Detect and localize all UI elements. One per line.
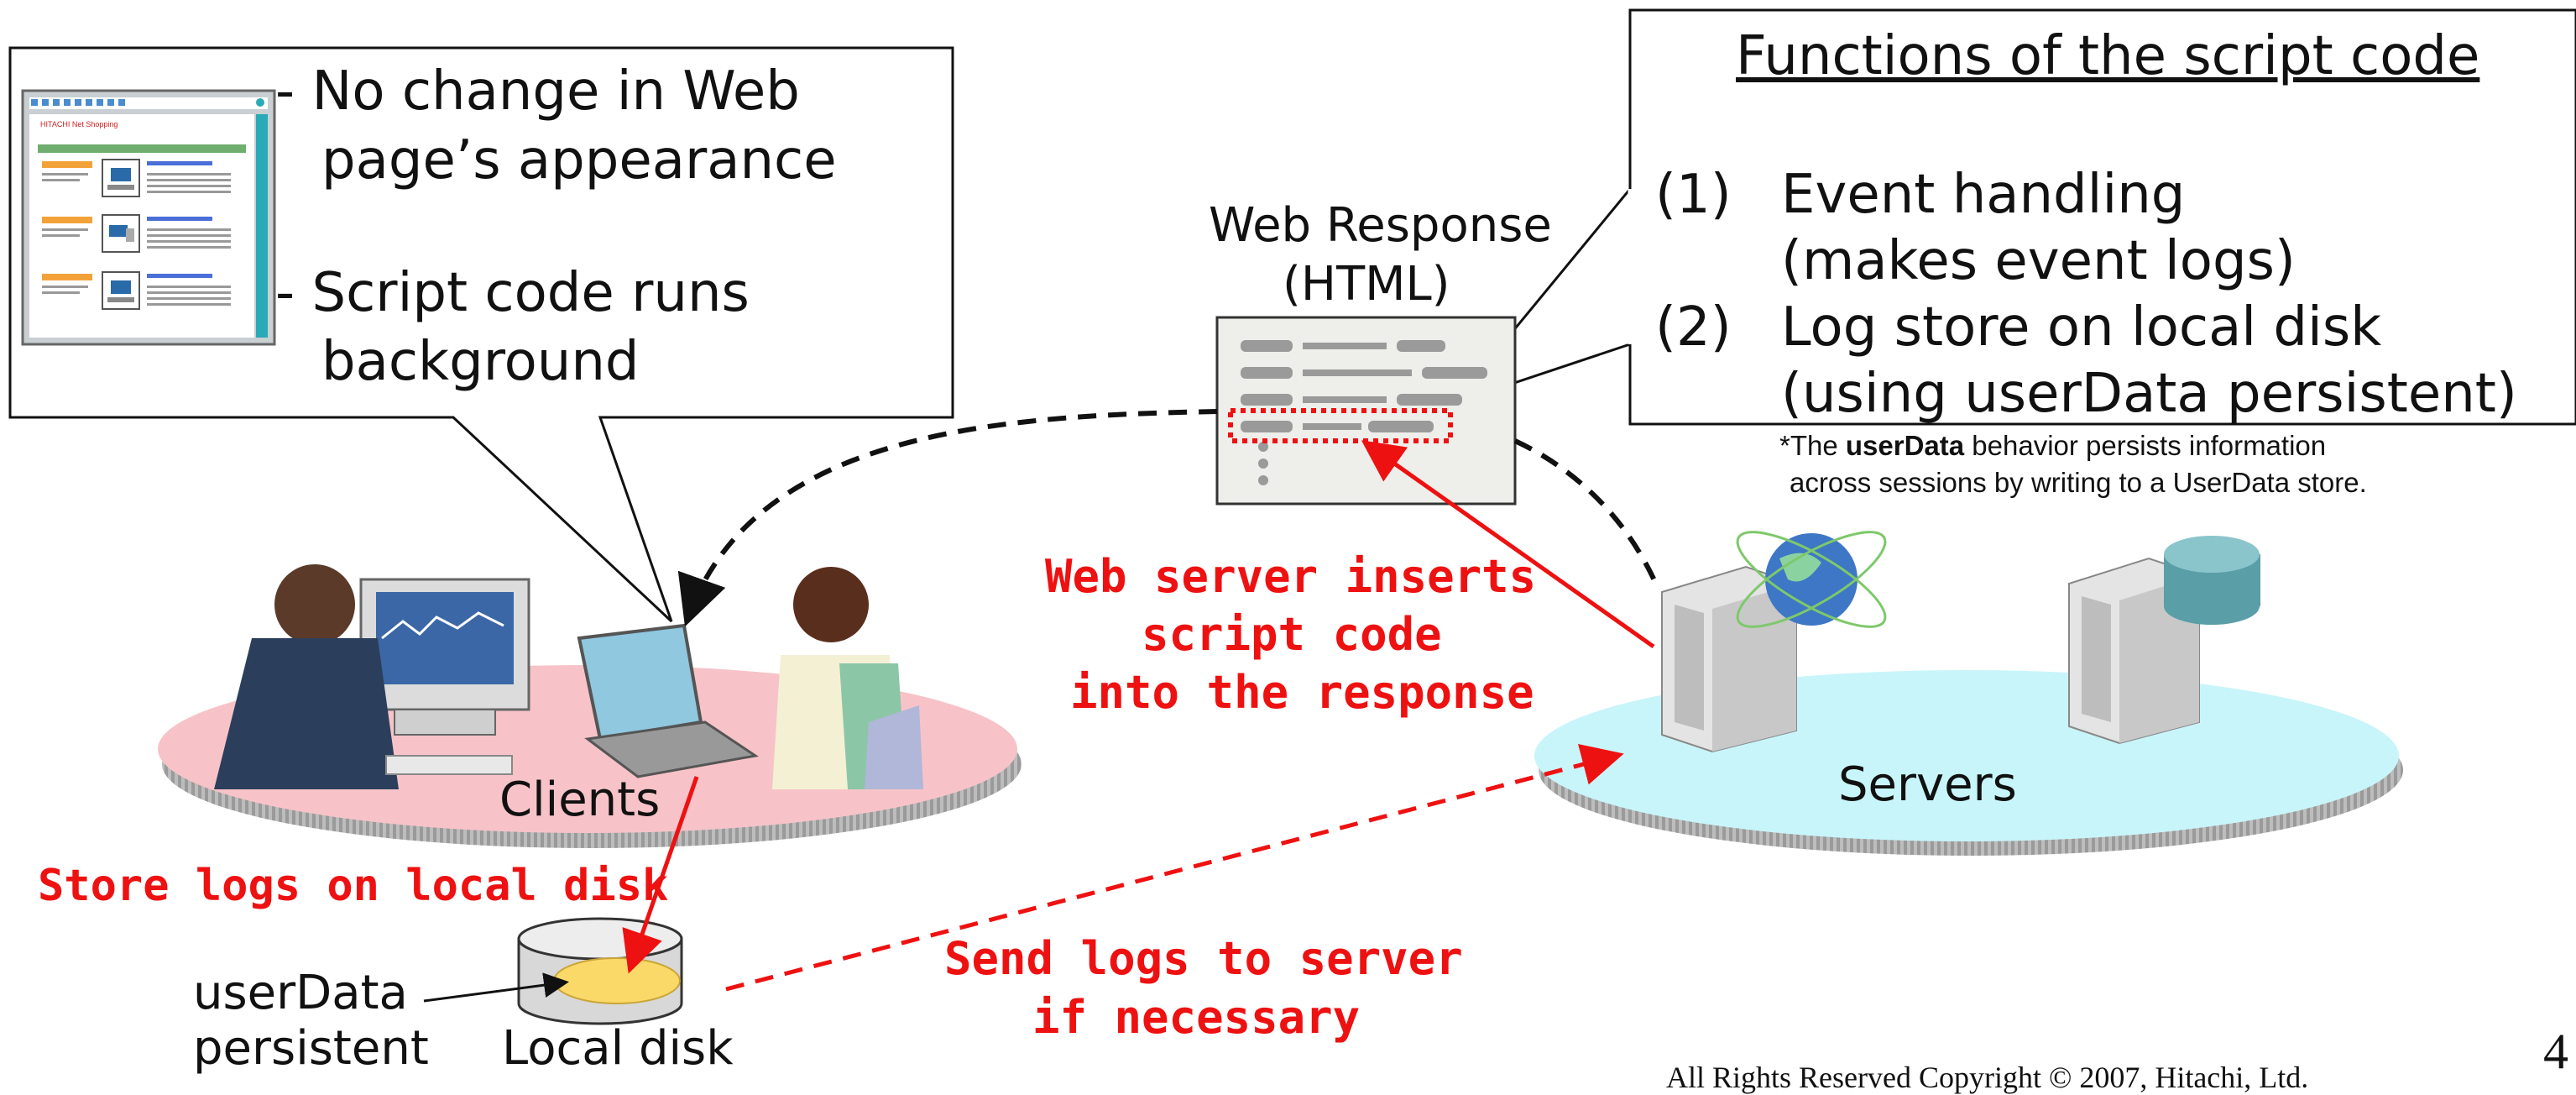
function1-line1: Event handling	[1781, 164, 2186, 226]
point1-line1: - No change in Web	[275, 60, 800, 123]
userdata-label-line2: persistent	[193, 1021, 429, 1076]
globe-icon	[1736, 531, 1887, 628]
thumbnail-row	[42, 271, 231, 310]
point1-line2: page’s appearance	[321, 129, 837, 191]
server-inserts-line1: Web server inserts	[1045, 550, 1537, 603]
web-response-title: Web Response	[1209, 198, 1552, 253]
server-inserts-line3: into the response	[1070, 666, 1534, 719]
send-logs-line2: if necessary	[1032, 991, 1361, 1044]
clients-scene	[214, 564, 923, 789]
userdata-label: userData	[193, 966, 408, 1020]
servers-label: Servers	[1838, 757, 2017, 812]
footnote-bold: userData	[1845, 430, 1965, 461]
footnote-line1: *The userData behavior persists informat…	[1779, 430, 2326, 462]
response-dashed-arrow	[677, 409, 1660, 627]
thumbnail-row	[42, 159, 231, 197]
point2-line1: - Script code runs	[275, 262, 750, 324]
insert-script-arrow	[1361, 440, 1655, 649]
function2-line2: (using userData persistent)	[1781, 363, 2517, 425]
point2-line2: background	[321, 331, 640, 393]
web-response-document	[1215, 316, 1517, 506]
local-disk-icon	[517, 917, 683, 1025]
function2-number: (2)	[1655, 296, 1732, 359]
function1-number: (1)	[1655, 164, 1732, 226]
web-response-subtitle: (HTML)	[1283, 257, 1450, 312]
clients-label: Clients	[499, 773, 661, 827]
database-server-icon	[2068, 536, 2260, 745]
local-disk-label: Local disk	[502, 1021, 734, 1076]
footnote-prefix: *The	[1779, 430, 1846, 461]
browser-thumbnail	[21, 89, 276, 346]
userdata-pointer	[423, 972, 569, 1003]
function1-line2: (makes event logs)	[1781, 230, 2296, 292]
web-server-icon	[1661, 565, 1797, 753]
server-inserts-line2: script code	[1142, 608, 1442, 661]
thumbnail-brand: HITACHI Net Shopping	[40, 120, 118, 128]
footnote-line2: across sessions by writing to a UserData…	[1790, 467, 2367, 498]
thumbnail-row	[42, 214, 231, 253]
page-number: 4	[2543, 1024, 2568, 1076]
store-logs-label: Store logs on local disk	[38, 861, 669, 911]
function2-line1: Log store on local disk	[1781, 296, 2382, 359]
store-logs-arrow	[622, 776, 699, 974]
functions-title: Functions of the script code	[1736, 25, 2480, 87]
send-logs-arrow	[725, 743, 1624, 992]
footnote-rest: behavior persists information	[1964, 430, 2327, 461]
copyright: All Rights Reserved Copyright © 2007, Hi…	[1666, 1061, 2309, 1094]
send-logs-line1: Send logs to server	[944, 932, 1463, 985]
functions-callout	[1450, 8, 2576, 426]
